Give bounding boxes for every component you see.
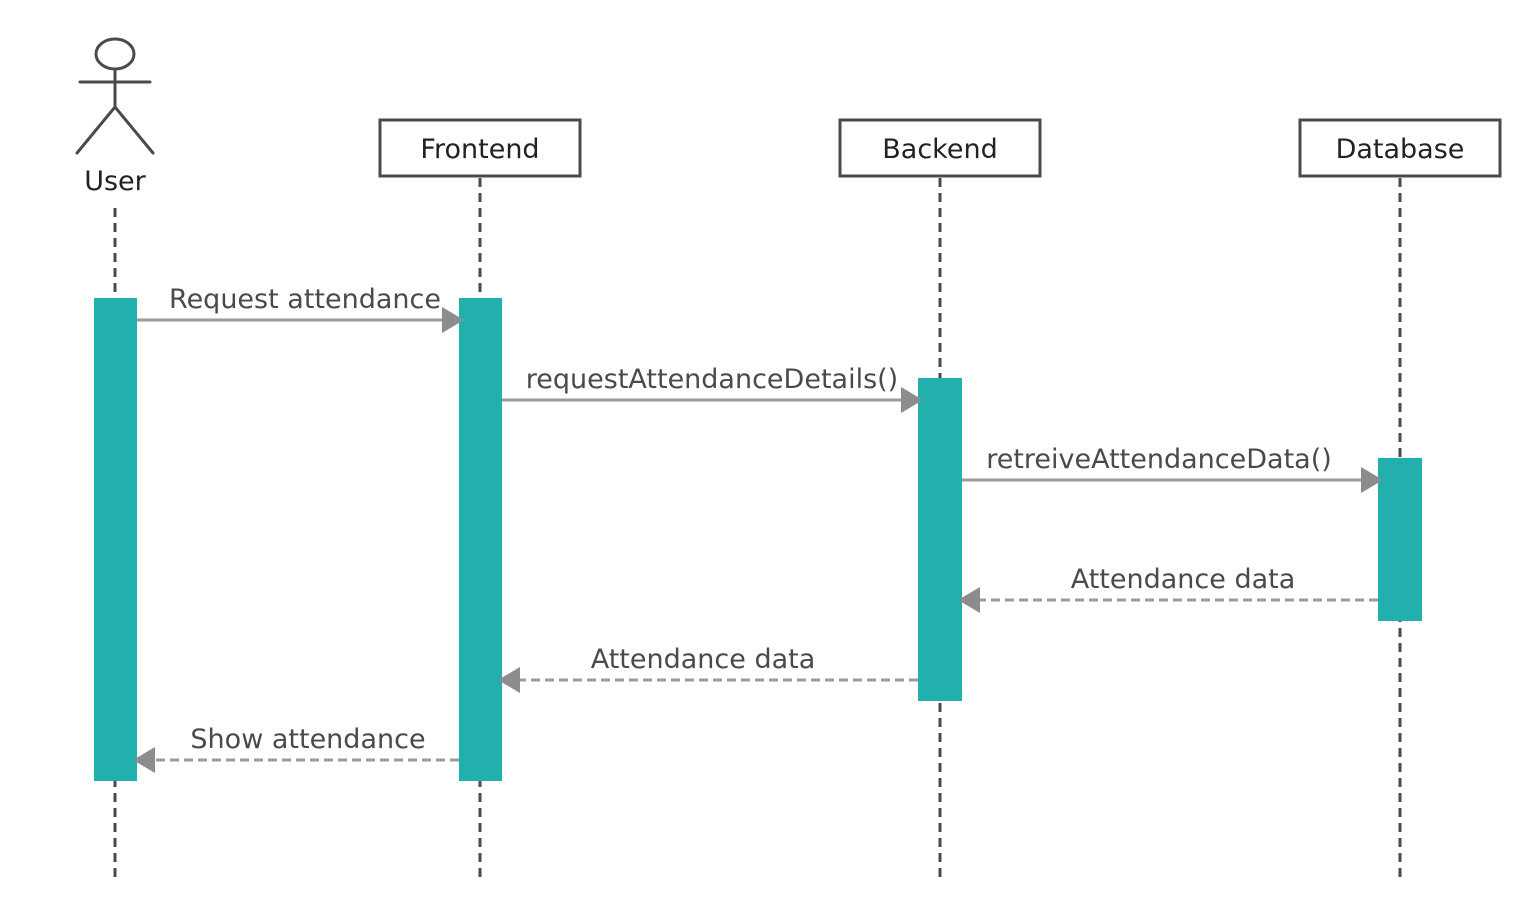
database-box	[1298, 118, 1502, 178]
message-attendance-data-return-2: Attendance data	[498, 644, 918, 693]
backend-activation-bar	[918, 378, 962, 701]
backend-label: Backend	[882, 134, 997, 165]
message-label: Attendance data	[1071, 564, 1296, 595]
backend-box	[838, 118, 1042, 178]
user-activation-bar	[94, 298, 137, 781]
message-label: requestAttendanceDetails()	[526, 364, 898, 395]
database-label: Database	[1336, 134, 1465, 165]
arrowhead-left-icon	[958, 587, 980, 613]
stick-figure-icon	[75, 37, 155, 155]
arrowhead-right-icon	[442, 307, 464, 333]
user-actor: User	[75, 37, 155, 197]
message-label: Attendance data	[591, 644, 816, 675]
message-label: Request attendance	[169, 284, 441, 315]
message-attendance-data-return-1: Attendance data	[958, 564, 1378, 613]
database-participant: Database	[1298, 118, 1502, 178]
user-label: User	[84, 166, 146, 197]
arrowhead-left-icon	[133, 747, 155, 773]
arrowhead-right-icon	[901, 387, 923, 413]
message-label: Show attendance	[190, 724, 425, 755]
message-label: retreiveAttendanceData()	[986, 444, 1332, 475]
backend-participant: Backend	[838, 118, 1042, 178]
message-retreive-attendance-data: retreiveAttendanceData()	[962, 444, 1383, 493]
database-activation-bar	[1378, 458, 1422, 621]
arrowhead-left-icon	[498, 667, 520, 693]
arrowhead-right-icon	[1361, 467, 1383, 493]
message-request-attendance-details: requestAttendanceDetails()	[502, 364, 923, 413]
frontend-activation-bar	[459, 298, 502, 781]
message-show-attendance: Show attendance	[133, 724, 459, 773]
frontend-participant: Frontend	[378, 118, 582, 178]
message-request-attendance: Request attendance	[137, 284, 464, 333]
frontend-box	[378, 118, 582, 178]
frontend-label: Frontend	[420, 134, 539, 165]
